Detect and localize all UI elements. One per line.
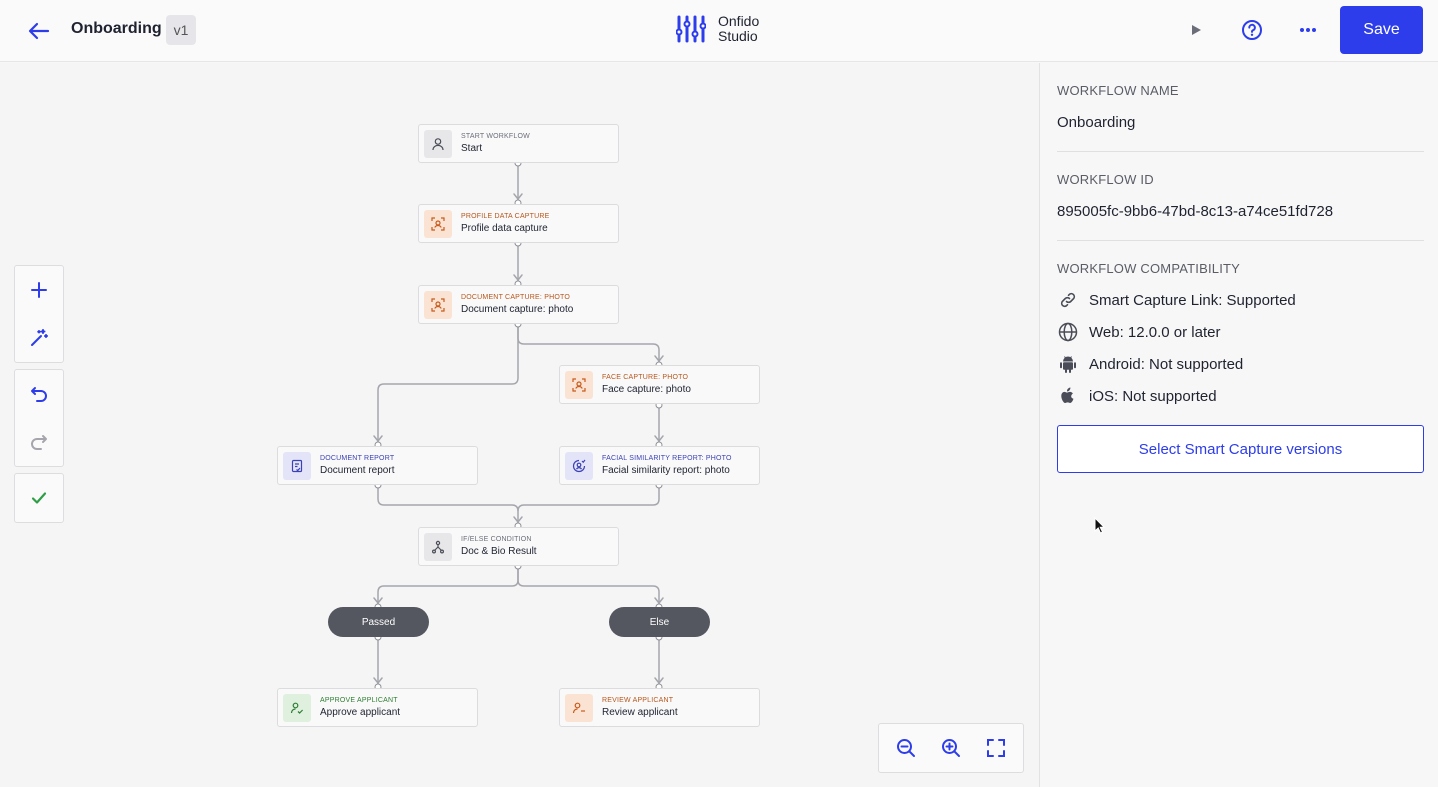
node-label: Profile data capture	[461, 223, 548, 234]
node-category: IF/ELSE CONDITION	[461, 536, 532, 543]
globe-icon	[1057, 321, 1079, 343]
node-category: REVIEW APPLICANT	[602, 697, 674, 704]
node-category: START WORKFLOW	[461, 133, 530, 140]
brand-logo: Onfido Studio	[676, 14, 759, 44]
validate-tools-group	[14, 473, 64, 523]
node-label: Review applicant	[602, 707, 678, 718]
zoom-out-icon[interactable]	[886, 728, 926, 768]
node-if-else-condition[interactable]: IF/ELSE CONDITION Doc & Bio Result	[418, 527, 619, 566]
node-label: Start	[461, 143, 483, 154]
capture-icon	[424, 290, 452, 319]
node-face-capture[interactable]: FACE CAPTURE: PHOTO Face capture: photo	[559, 365, 760, 404]
back-arrow-icon[interactable]	[26, 18, 52, 44]
workflow-name-label: WORKFLOW NAME	[1057, 83, 1179, 98]
node-label: Face capture: photo	[602, 384, 691, 395]
top-bar: Onboarding v1 Onfido Studio Save	[0, 0, 1438, 62]
compat-text: iOS: Not supported	[1089, 387, 1217, 405]
node-label: Document capture: photo	[461, 304, 574, 315]
onfido-logo-icon	[676, 15, 706, 43]
capture-icon	[565, 370, 593, 399]
node-category: FACIAL SIMILARITY REPORT: PHOTO	[602, 455, 732, 462]
apple-icon	[1057, 385, 1079, 407]
node-category: FACE CAPTURE: PHOTO	[602, 374, 689, 381]
workflow-id-label: WORKFLOW ID	[1057, 172, 1154, 187]
workflow-title: Onboarding	[71, 20, 162, 37]
compat-android: Android: Not supported	[1057, 353, 1243, 375]
fit-view-icon[interactable]	[976, 728, 1016, 768]
review-user-icon	[565, 693, 593, 722]
brand-subname: Studio	[718, 28, 758, 44]
node-label: Approve applicant	[320, 707, 401, 718]
node-approve-applicant[interactable]: APPROVE APPLICANT Approve applicant	[277, 688, 478, 727]
branch-icon	[424, 532, 452, 561]
select-smart-capture-versions-button[interactable]: Select Smart Capture versions	[1057, 425, 1424, 473]
node-label: Facial similarity report: photo	[602, 465, 730, 476]
version-badge: v1	[166, 15, 196, 45]
checkmark-icon[interactable]	[15, 474, 63, 522]
compat-text: Smart Capture Link: Supported	[1089, 291, 1296, 309]
workflow-settings-panel: WORKFLOW NAME Onboarding WORKFLOW ID 895…	[1039, 63, 1438, 787]
workflow-id-value: 895005fc-9bb6-47bd-8c13-a74ce51fd728	[1057, 203, 1334, 220]
branch-passed[interactable]: Passed	[328, 607, 429, 637]
face-report-icon	[565, 451, 593, 480]
node-category: PROFILE DATA CAPTURE	[461, 213, 550, 220]
user-icon	[424, 129, 452, 158]
undo-icon[interactable]	[15, 370, 63, 418]
capture-icon	[424, 209, 452, 238]
save-button[interactable]: Save	[1340, 6, 1423, 54]
compat-web: Web: 12.0.0 or later	[1057, 321, 1220, 343]
play-icon[interactable]	[1184, 18, 1208, 42]
branch-else[interactable]: Else	[609, 607, 710, 637]
node-category: DOCUMENT CAPTURE: PHOTO	[461, 294, 570, 301]
compat-smart-capture-link: Smart Capture Link: Supported	[1057, 289, 1296, 311]
mouse-cursor-icon	[1094, 517, 1106, 534]
node-category: DOCUMENT REPORT	[320, 455, 395, 462]
compat-ios: iOS: Not supported	[1057, 385, 1217, 407]
node-document-report[interactable]: DOCUMENT REPORT Document report	[277, 446, 478, 485]
android-icon	[1057, 353, 1079, 375]
node-facial-similarity-report[interactable]: FACIAL SIMILARITY REPORT: PHOTO Facial s…	[559, 446, 760, 485]
divider	[1057, 151, 1424, 152]
more-options-icon[interactable]	[1296, 18, 1320, 42]
add-step-icon[interactable]	[15, 266, 63, 314]
help-icon[interactable]	[1240, 18, 1264, 42]
workflow-name-value: Onboarding	[1057, 114, 1136, 131]
link-icon	[1057, 289, 1079, 311]
node-profile-data-capture[interactable]: PROFILE DATA CAPTURE Profile data captur…	[418, 204, 619, 243]
divider	[1057, 240, 1424, 241]
history-tools-group	[14, 369, 64, 467]
add-tools-group	[14, 265, 64, 363]
compat-text: Web: 12.0.0 or later	[1089, 323, 1221, 341]
redo-icon[interactable]	[15, 418, 63, 466]
zoom-in-icon[interactable]	[931, 728, 971, 768]
report-icon	[283, 451, 311, 480]
workflow-edges	[373, 159, 664, 691]
node-start[interactable]: START WORKFLOW Start	[418, 124, 619, 163]
zoom-controls	[878, 723, 1024, 773]
node-label: Document report	[320, 465, 395, 476]
node-document-capture[interactable]: DOCUMENT CAPTURE: PHOTO Document capture…	[418, 285, 619, 324]
magic-wand-icon[interactable]	[15, 314, 63, 362]
node-label: Doc & Bio Result	[461, 546, 537, 557]
brand-name: Onfido	[718, 13, 760, 29]
workflow-compatibility-label: WORKFLOW COMPATIBILITY	[1057, 261, 1241, 276]
node-category: APPROVE APPLICANT	[320, 697, 398, 704]
approve-user-icon	[283, 693, 311, 722]
compat-text: Android: Not supported	[1089, 355, 1244, 373]
node-review-applicant[interactable]: REVIEW APPLICANT Review applicant	[559, 688, 760, 727]
workflow-canvas[interactable]: START WORKFLOW Start PROFILE DATA CAPTUR…	[0, 63, 1039, 787]
